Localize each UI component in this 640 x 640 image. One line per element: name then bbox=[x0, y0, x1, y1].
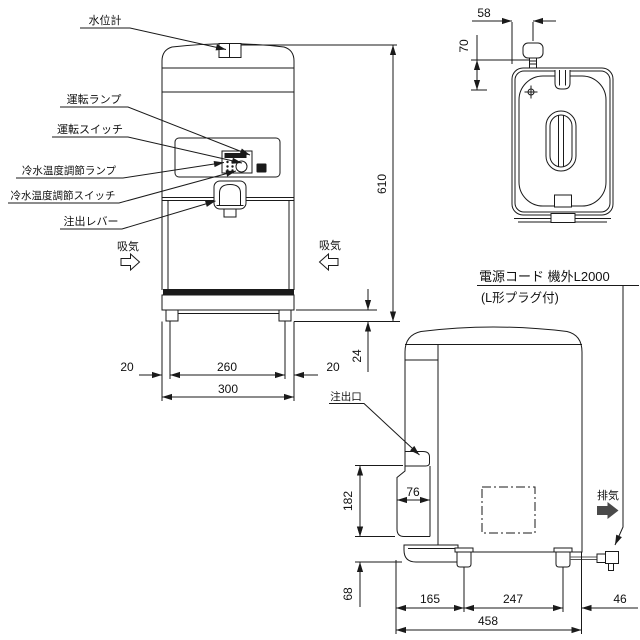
intake-arrow-right-icon bbox=[318, 252, 339, 272]
front-foot-right bbox=[278, 309, 292, 322]
dim-70: 70 bbox=[457, 39, 471, 53]
exhaust-arrow-icon bbox=[597, 502, 619, 519]
outlet-nozzle bbox=[404, 451, 430, 467]
dim-58: 58 bbox=[477, 6, 491, 20]
dim-165: 165 bbox=[420, 592, 440, 606]
leader-operation-switch bbox=[52, 136, 243, 164]
dim-24: 24 bbox=[350, 349, 364, 363]
side-rear-foot bbox=[555, 551, 571, 568]
panel-icon bbox=[256, 163, 267, 173]
lid-hinge-tab bbox=[550, 213, 576, 223]
front-grille-strip bbox=[163, 289, 294, 295]
inlet-cross-mark bbox=[524, 85, 538, 99]
leader-operation-lamp bbox=[60, 106, 251, 156]
leader-water-level-gauge bbox=[80, 27, 227, 51]
lid-handle-inner bbox=[549, 114, 573, 168]
front-view bbox=[161, 43, 295, 322]
operation-lamp-strip bbox=[224, 153, 247, 158]
leader-outlet bbox=[329, 403, 420, 456]
spout-tab bbox=[223, 208, 237, 218]
dim-247: 247 bbox=[503, 592, 523, 606]
gauge-knob bbox=[522, 42, 544, 59]
top-lid-inner bbox=[518, 75, 607, 207]
front-base bbox=[161, 294, 295, 311]
dispense-lever-housing bbox=[213, 180, 247, 210]
label-exhaust: 排気 bbox=[597, 488, 619, 502]
dispense-lever bbox=[219, 183, 241, 206]
intake-arrow-left-icon bbox=[120, 252, 141, 272]
side-rear-foot-flange bbox=[553, 547, 573, 553]
label-cold-temp-lamp: 冷水温度調節ランプ bbox=[22, 164, 117, 177]
dim-260: 260 bbox=[217, 360, 237, 374]
dim-20-right: 20 bbox=[326, 360, 340, 374]
dim-610: 610 bbox=[375, 174, 389, 194]
front-callout-leaders bbox=[8, 27, 251, 230]
label-intake-left: 吸気 bbox=[117, 239, 139, 253]
lid-handle-outer bbox=[545, 110, 577, 172]
dim-76: 76 bbox=[406, 485, 420, 499]
lid-bottom-notch bbox=[554, 194, 572, 208]
side-view bbox=[329, 285, 624, 571]
drip-tray bbox=[403, 544, 459, 563]
label-water-level-gauge: 水位計 bbox=[89, 13, 122, 27]
side-dimensions bbox=[355, 465, 638, 634]
gauge-window-tab bbox=[554, 70, 571, 90]
side-front-foot-flange bbox=[454, 547, 474, 553]
label-operation-switch: 運転スイッチ bbox=[57, 123, 123, 136]
label-power-cord: 電源コード 機外L2000 bbox=[479, 269, 610, 284]
dim-458: 458 bbox=[478, 614, 498, 628]
top-lid-outer bbox=[511, 67, 614, 216]
leader-cold-temp-switch bbox=[8, 170, 237, 204]
power-plug-body bbox=[605, 551, 619, 564]
leader-cold-temp-lamp bbox=[16, 160, 225, 179]
dim-68: 68 bbox=[341, 587, 355, 601]
control-panel-recess bbox=[174, 137, 281, 178]
recess-lower-front bbox=[396, 466, 430, 537]
compressor-outline bbox=[481, 486, 536, 534]
side-front-foot bbox=[456, 551, 472, 568]
label-operation-lamp: 運転ランプ bbox=[67, 93, 122, 106]
label-outlet: 注出口 bbox=[330, 390, 362, 403]
label-power-cord-note: (L形プラグ付) bbox=[481, 291, 559, 305]
label-dispense-lever: 注出レバー bbox=[64, 214, 119, 228]
power-plug-pin bbox=[608, 563, 614, 571]
leader-dispense-lever bbox=[60, 200, 216, 230]
dim-46: 46 bbox=[613, 592, 627, 606]
side-body-outline bbox=[404, 326, 583, 553]
front-foot-left bbox=[165, 309, 179, 322]
power-cord-leader bbox=[614, 285, 624, 546]
label-intake-right: 吸気 bbox=[319, 238, 341, 252]
label-cold-temp-switch: 冷水温度調節スイッチ bbox=[11, 189, 116, 202]
dim-182: 182 bbox=[341, 491, 355, 511]
front-dimensions bbox=[139, 44, 400, 401]
dim-300: 300 bbox=[218, 382, 238, 396]
power-plug-neck bbox=[596, 553, 607, 563]
dim-20-left: 20 bbox=[120, 360, 134, 374]
top-view bbox=[471, 17, 614, 223]
